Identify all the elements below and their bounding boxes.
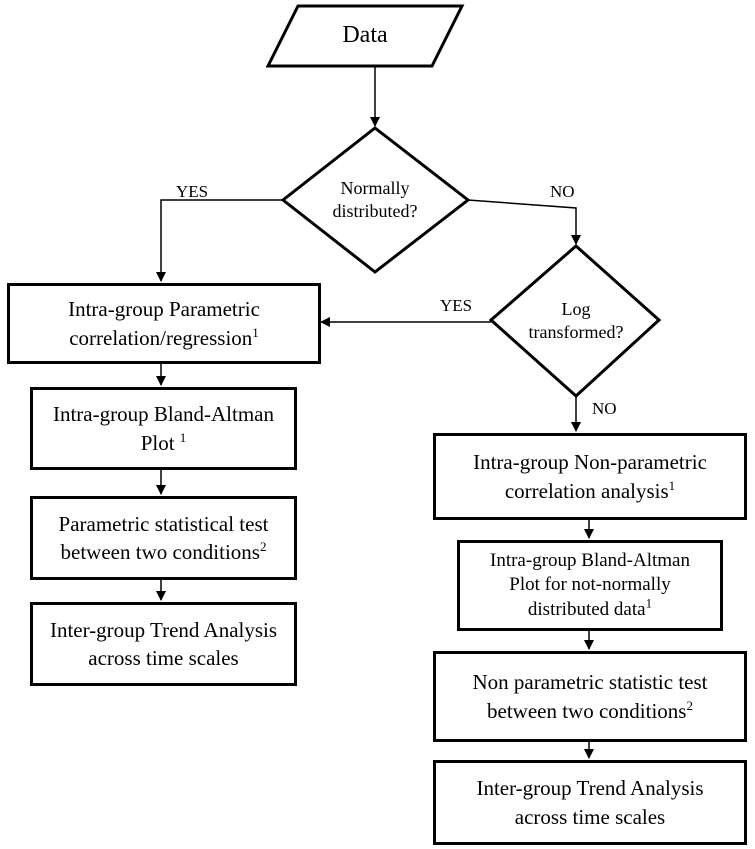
left-box-bland-altman: Intra-group Bland-Altman Plot 1: [30, 387, 297, 470]
decision-normally-distributed-label: Normally distributed?: [300, 164, 450, 236]
left-box1-line2: correlation/regression: [69, 325, 253, 350]
right-box3-line1: Non parametric statistic test: [472, 670, 708, 695]
decision2-yes-label: YES: [440, 296, 473, 315]
decision1-line1: Normally: [340, 177, 410, 198]
decision-log-transformed-label: Log transformed?: [505, 285, 647, 357]
right-box2-line2: Plot for not-normally: [509, 574, 671, 596]
right-box3-sup: 2: [686, 697, 693, 713]
right-box2-sup: 1: [645, 595, 653, 611]
right-box2-line1: Intra-group Bland-Altman: [490, 550, 690, 572]
left-box-parametric-correlation: Intra-group Parametric correlation/regre…: [7, 283, 321, 364]
right-box3-line2: between two conditions: [487, 698, 687, 723]
decision1-yes-label: YES: [176, 182, 209, 201]
decision-normally-distributed-shape: [280, 126, 471, 274]
data-input-shape: [265, 4, 465, 68]
left-box2-line1: Intra-group Bland-Altman: [52, 402, 275, 427]
decision2-line2: transformed?: [528, 322, 624, 342]
left-box3-line2: between two conditions: [60, 540, 260, 564]
right-box2-line3: distributed data: [527, 598, 646, 620]
left-box2-sup: 1: [179, 429, 187, 445]
left-box3-line1: Parametric statistical test: [58, 511, 269, 536]
left-box1-line1: Intra-group Parametric: [68, 297, 260, 322]
right-box-nonparametric-test: Non parametric statistic test between tw…: [433, 651, 747, 742]
right-box1-line2: correlation analysis: [504, 478, 669, 503]
right-box1-sup: 1: [668, 477, 676, 493]
right-box-trend-analysis: Inter-group Trend Analysis across time s…: [433, 760, 747, 845]
right-box-nonparametric-correlation: Intra-group Non-parametric correlation a…: [433, 433, 747, 520]
left-box3-sup: 2: [259, 539, 267, 554]
left-box-trend-analysis: Inter-group Trend Analysis across time s…: [30, 602, 297, 686]
data-input-text: Data: [342, 22, 388, 49]
decision1-no-label: NO: [550, 182, 575, 201]
data-input-label: Data: [285, 8, 445, 64]
decision1-line2: distributed?: [332, 201, 418, 221]
arrow-no-to-log: [467, 199, 581, 245]
right-box4-line1: Inter-group Trend Analysis: [476, 776, 704, 801]
right-box1-line1: Intra-group Non-parametric: [473, 450, 707, 475]
left-box-parametric-test: Parametric statistical test between two …: [30, 496, 297, 580]
decision2-line1: Log: [561, 298, 591, 319]
left-box1-sup: 1: [252, 324, 259, 340]
decision2-no-label: NO: [592, 399, 617, 418]
left-box2-line2: Plot: [140, 430, 180, 455]
right-box4-line2: across time scales: [514, 804, 666, 829]
left-box4-line1: Inter-group Trend Analysis: [49, 617, 278, 642]
right-box-bland-altman-nonnormal: Intra-group Bland-Altman Plot for not-no…: [457, 540, 723, 631]
arrow-yes-to-parametric: [156, 199, 283, 282]
left-box4-line2: across time scales: [88, 646, 239, 670]
